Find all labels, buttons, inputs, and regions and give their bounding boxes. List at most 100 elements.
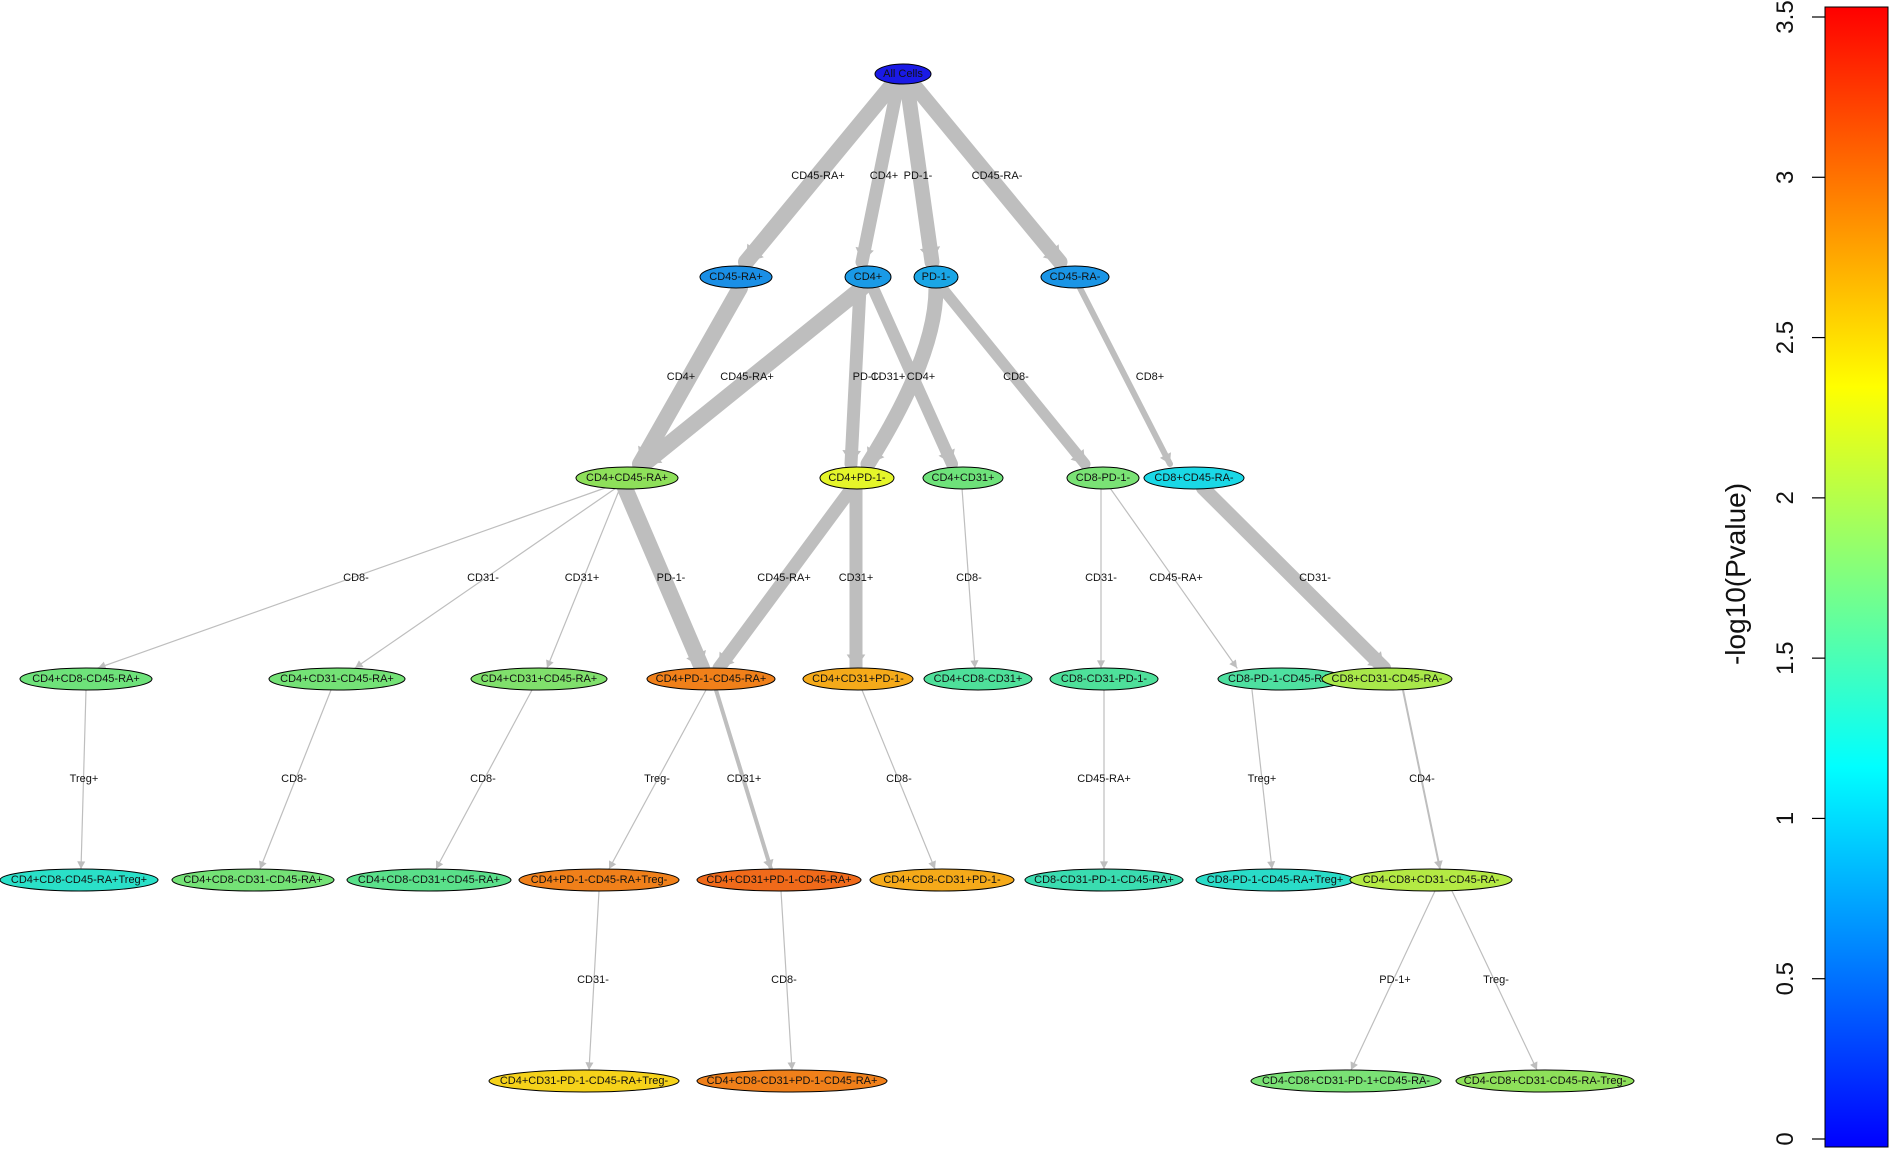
node-label: CD8-CD31-PD-1- (1061, 673, 1148, 685)
edge-n0-n3 (899, 76, 940, 270)
node-ellipse (819, 466, 895, 490)
edge-n27-n31 (1451, 890, 1538, 1071)
edge-arrowhead (842, 450, 862, 464)
edge-arrowhead (938, 448, 955, 464)
node-ellipse (268, 667, 406, 691)
edge-arrowhead (919, 246, 941, 262)
node-ellipse (575, 466, 679, 490)
edge-label: CD4+ (907, 371, 935, 383)
node-ellipse (19, 667, 153, 691)
edge-label: CD8+ (1136, 371, 1164, 383)
node-n26: CD8-PD-1-CD45-RA+Treg+ (1195, 868, 1355, 892)
edge-n4-n9 (1077, 285, 1173, 467)
edge-arrowhead (1229, 659, 1237, 668)
node-label: CD4+CD8-CD31+ (934, 673, 1023, 685)
edge-label: Treg- (1483, 974, 1509, 986)
edge-label: CD31- (577, 974, 609, 986)
edge-label: CD31+ (839, 572, 874, 584)
edge-arrowhead (546, 659, 554, 668)
edge-n5-n12 (546, 487, 621, 669)
edge-n0-n2 (855, 77, 905, 269)
node-ellipse (1250, 1069, 1442, 1093)
colorbar-gradient (1824, 6, 1889, 1148)
node-n13: CD4+PD-1-CD45-RA+ (646, 667, 776, 691)
edge-n9-n18 (1196, 481, 1391, 675)
node-label: CD4+CD31+PD-1- (812, 673, 904, 685)
edge-arrowhead (98, 661, 107, 670)
edge-arrowhead (644, 446, 663, 464)
node-n7: CD4+CD31+ (922, 466, 1004, 490)
edge-label: CD45-RA+ (720, 371, 774, 383)
edge-arrowhead (1350, 1061, 1358, 1070)
edge-n23-n29 (780, 890, 793, 1071)
node-n16: CD8-CD31-PD-1- (1049, 667, 1159, 691)
node-ellipse (346, 868, 512, 892)
node-ellipse (844, 265, 892, 289)
node-label: CD4+CD8-CD31+PD-1- (883, 874, 1001, 886)
node-label: All Cells (883, 68, 923, 80)
node-ellipse (1321, 667, 1453, 691)
node-n27: CD4-CD8+CD31-CD45-RA- (1349, 868, 1513, 892)
edge-label: Treg+ (1248, 773, 1277, 785)
colorbar-tick-label: 0 (1772, 1132, 1799, 1145)
edge-arrowhead (719, 651, 735, 668)
node-n22: CD4+PD-1-CD45-RA+Treg- (518, 868, 680, 892)
edge-n5-n11 (354, 487, 617, 669)
edge-arrowhead (1267, 860, 1276, 869)
edge-arrowhead (1159, 452, 1171, 464)
node-ellipse (696, 1069, 888, 1093)
node-n2: CD4+ (844, 265, 892, 289)
edge-n5-n13 (617, 480, 710, 676)
node-ellipse (696, 868, 862, 892)
edge-n8-n17 (1109, 487, 1238, 669)
node-label: CD4+CD45-RA+ (586, 472, 668, 484)
edge-label: CD8- (956, 572, 982, 584)
node-ellipse (874, 63, 932, 85)
edge-arrowhead (686, 650, 706, 668)
edge-arrowhead (1367, 651, 1384, 668)
node-label: CD4+CD31-PD-1-CD45-RA+Treg- (500, 1075, 669, 1087)
edge-n0-n1 (738, 76, 901, 270)
edge-n3-n8 (936, 282, 1091, 470)
node-ellipse (0, 868, 159, 892)
edge-n14-n24 (861, 689, 936, 870)
edge-label: Treg- (644, 773, 670, 785)
edge-n22-n28 (588, 890, 600, 1071)
node-n14: CD4+CD31+PD-1- (802, 667, 914, 691)
node-n19: CD4+CD8-CD45-RA+Treg+ (0, 868, 159, 892)
node-ellipse (1349, 868, 1513, 892)
edge-arrowhead (787, 1062, 796, 1070)
edge-label: PD-1+ (1379, 974, 1411, 986)
node-label: PD-1- (922, 271, 951, 283)
node-n23: CD4+CD31+PD-1-CD45-RA+ (696, 868, 862, 892)
node-label: CD4+CD8-CD45-RA+Treg+ (11, 874, 147, 886)
node-label: CD45-RA- (1050, 271, 1101, 283)
node-ellipse (922, 466, 1004, 490)
node-n29: CD4+CD8-CD31+PD-1-CD45-RA+ (696, 1069, 888, 1093)
edge-n0-n4 (905, 76, 1068, 270)
node-n12: CD4+CD31+CD45-RA+ (470, 667, 608, 691)
edge-arrowhead (259, 860, 267, 869)
edge-arrowhead (609, 860, 617, 869)
edge-label: CD4+ (667, 371, 695, 383)
edge-n5-n10 (97, 487, 606, 669)
node-n4: CD45-RA- (1040, 265, 1110, 289)
node-n21: CD4+CD8-CD31+CD45-RA+ (346, 868, 512, 892)
node-label: CD8-PD-1-CD45-RA+ (1228, 673, 1336, 685)
edge-arrowhead (855, 246, 874, 262)
colorbar-tick-label: 2.5 (1772, 321, 1799, 354)
node-n11: CD4+CD31-CD45-RA+ (268, 667, 406, 691)
node-ellipse (1040, 265, 1110, 289)
edge-label: CD4+ (870, 170, 898, 182)
node-n1: CD45-RA+ (699, 265, 773, 289)
edge-label: CD45-RA+ (1077, 773, 1131, 785)
edge-label: CD8- (771, 974, 797, 986)
node-label: CD8+CD45-RA- (1154, 472, 1233, 484)
edge-n1-n5 (632, 280, 748, 472)
node-n31: CD4-CD8+CD31-CD45-RA-Treg- (1455, 1069, 1635, 1093)
node-ellipse (470, 667, 608, 691)
node-label: CD4+CD31+ (932, 472, 995, 484)
node-ellipse (1066, 466, 1140, 490)
edge-label: CD31+ (727, 773, 762, 785)
